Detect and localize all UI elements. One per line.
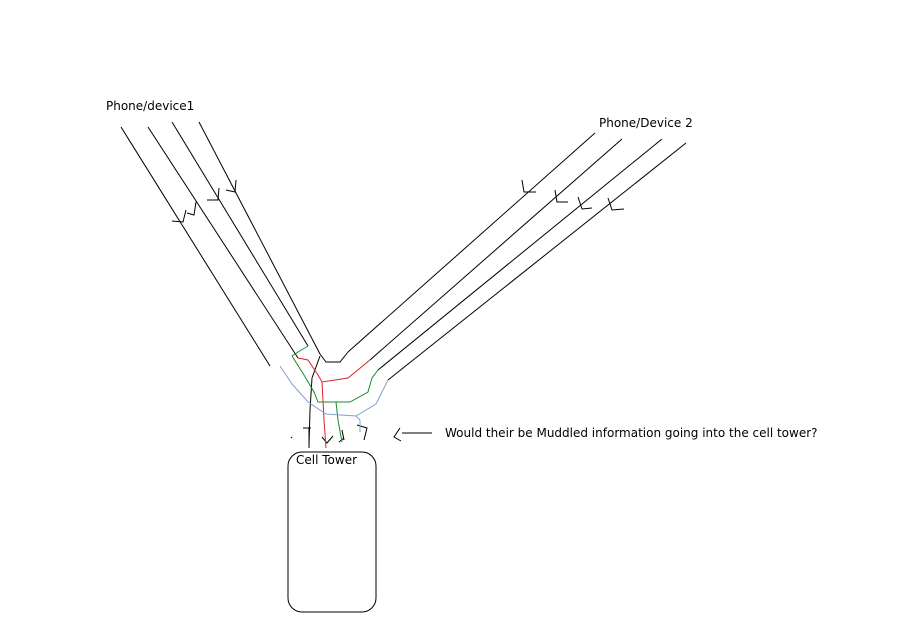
arrow-tick bbox=[607, 197, 625, 211]
signal-line-device2-1 bbox=[347, 132, 596, 353]
arrow-down bbox=[356, 424, 368, 441]
arrow-down bbox=[321, 435, 334, 444]
question-text: Would their be Muddled information going… bbox=[445, 426, 818, 440]
merge-line-blue bbox=[279, 365, 389, 432]
pointer-arrow bbox=[393, 427, 432, 442]
arrow-tick bbox=[171, 209, 187, 223]
signal-line-device2-2 bbox=[369, 138, 623, 361]
arrow-tick bbox=[225, 179, 237, 193]
signal-line-device1-2 bbox=[147, 126, 299, 359]
dot bbox=[290, 436, 293, 439]
arrow-down bbox=[303, 427, 311, 448]
merge-line-black bbox=[319, 351, 349, 363]
arrow-tick bbox=[207, 187, 220, 201]
arrow-tick bbox=[554, 189, 568, 203]
signal-line-device2-3 bbox=[377, 138, 663, 371]
arrow-tick bbox=[521, 179, 536, 193]
signal-line-device1-4 bbox=[198, 121, 321, 355]
device1-label: Phone/device1 bbox=[106, 99, 195, 113]
arrow-tick bbox=[577, 196, 593, 210]
cell-tower-box bbox=[287, 451, 377, 613]
merge-line-red bbox=[297, 357, 371, 449]
merge-line-green bbox=[291, 345, 379, 443]
cell-tower-label: Cell Tower bbox=[296, 453, 358, 467]
signal-line-device1-1 bbox=[120, 126, 271, 367]
signal-line-device1-3 bbox=[171, 121, 309, 347]
arrow-tick bbox=[186, 201, 197, 216]
device2-label: Phone/Device 2 bbox=[599, 116, 693, 130]
signal-line-device2-4 bbox=[387, 142, 687, 381]
